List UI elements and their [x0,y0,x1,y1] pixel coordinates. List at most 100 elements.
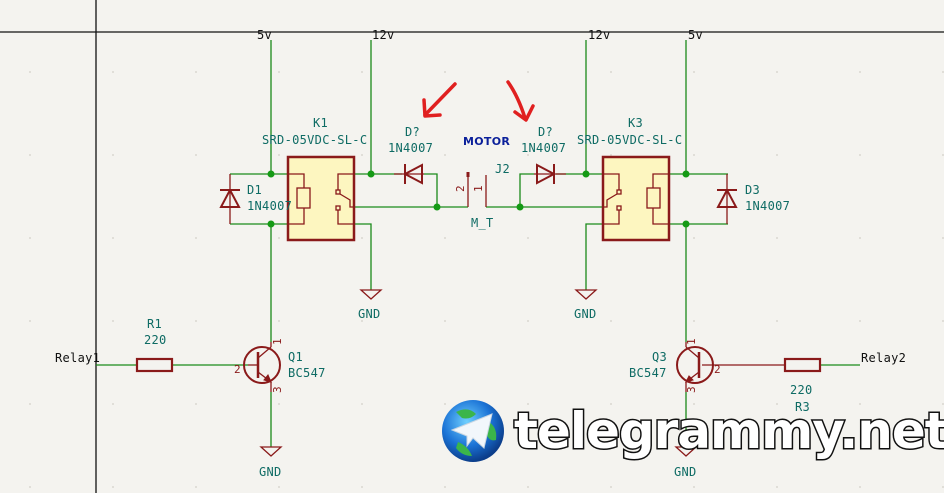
resistor-r3-ref: R3 [795,400,811,414]
diode-left-value: 1N4007 [388,141,434,155]
diode-d-left[interactable] [394,163,424,185]
q1-pin-3: 3 [270,386,284,393]
gnd-label-q3: GND [674,465,697,479]
grid-dot [361,237,363,239]
grid-dot [444,403,446,405]
grid-dot [610,403,612,405]
relay-k3-body [601,155,671,242]
grid-dot [859,237,861,239]
transistor-q1-ref: Q1 [288,350,304,364]
junctions [267,170,690,228]
power-label-12v-right: 12v [588,28,611,42]
grid-dot [527,486,529,488]
diode-left-ref: D? [405,125,421,139]
grid-dot [444,237,446,239]
wire-d-left [424,173,438,207]
connector-j2-value: M_T [471,216,494,230]
transistor-q1[interactable] [243,342,281,392]
diode-d1-value: 1N4007 [247,199,293,213]
grid-dot [527,237,529,239]
grid-dot [444,320,446,322]
grid-dot [859,486,861,488]
grid-dot [444,71,446,73]
power-label-5v-left: 5v [257,28,273,42]
gnd-label-k1: GND [358,307,381,321]
watermark: telegrammy.net [440,398,944,464]
grid-dot [195,237,197,239]
grid-dot [112,486,114,488]
q1-pin-1: 1 [270,338,284,345]
grid-dot [776,486,778,488]
grid-dot [444,486,446,488]
grid-dot [278,486,280,488]
relay-k1-value: SRD-05VDC-SL-C [262,133,368,147]
grid-dot [361,154,363,156]
grid-dot [859,154,861,156]
transistor-q3-ref: Q3 [652,350,668,364]
connector-j2[interactable] [466,172,487,207]
connector-j2-ref: J2 [495,162,511,176]
grid-dot [278,71,280,73]
grid-dot [29,237,31,239]
grid-dot [29,71,31,73]
diode-d3-ref: D3 [745,183,761,197]
relay-k1-ref: K1 [313,116,329,130]
grid-dot [361,486,363,488]
grid-dot [776,71,778,73]
resistor-r3[interactable] [783,357,822,373]
relay-k3[interactable] [601,155,671,242]
grid-dot [29,486,31,488]
gnd-label-k3: GND [574,307,597,321]
transistor-q3[interactable] [676,342,714,392]
q3-pin-2: 2 [714,363,721,376]
diode-d3[interactable] [716,174,738,224]
grid-dot [693,320,695,322]
grid-dot [195,403,197,405]
annotation-arrow-left [422,82,457,118]
motor-title: MOTOR [463,135,511,148]
grid-dot [195,486,197,488]
grid-dot [112,237,114,239]
connector-pin-2: 2 [453,185,467,192]
diode-d-right[interactable] [534,163,566,185]
grid-dot [29,320,31,322]
telegram-globe-icon [442,400,504,462]
q1-pin-2: 2 [234,363,241,376]
grid-dot [195,320,197,322]
grid-dot [776,154,778,156]
grid-dot [859,320,861,322]
grid-dot [776,237,778,239]
gnd-symbol-k1 [359,289,383,300]
diode-d1[interactable] [219,174,241,224]
grid-dot [693,71,695,73]
grid-dot [527,154,529,156]
wires [96,40,860,447]
wire-d-right [519,173,534,207]
grid-dot [278,237,280,239]
relay-k1-body [286,155,356,242]
grid-dot [610,71,612,73]
grid-dot [361,320,363,322]
power-label-12v-left: 12v [372,28,395,42]
grid-dot [195,71,197,73]
grid-dot [278,320,280,322]
grid-dot [29,154,31,156]
grid-dot [693,154,695,156]
relay-k1[interactable] [286,155,356,242]
grid-dot [610,154,612,156]
gnd-symbol-q3 [674,446,698,457]
grid-dot [278,403,280,405]
resistor-r1-value: 220 [144,333,167,347]
diode-d3-value: 1N4007 [745,199,791,213]
grid-dot [693,486,695,488]
grid-dot [859,403,861,405]
resistor-r3-value: 220 [790,383,813,397]
resistor-r1[interactable] [135,357,174,373]
grid-dot [693,237,695,239]
q3-pin-3: 3 [684,386,698,393]
grid-dot [610,486,612,488]
gnd-symbol-q1 [259,446,283,457]
gnd-symbol-k3 [574,289,598,300]
transistor-q3-value: BC547 [629,366,667,380]
